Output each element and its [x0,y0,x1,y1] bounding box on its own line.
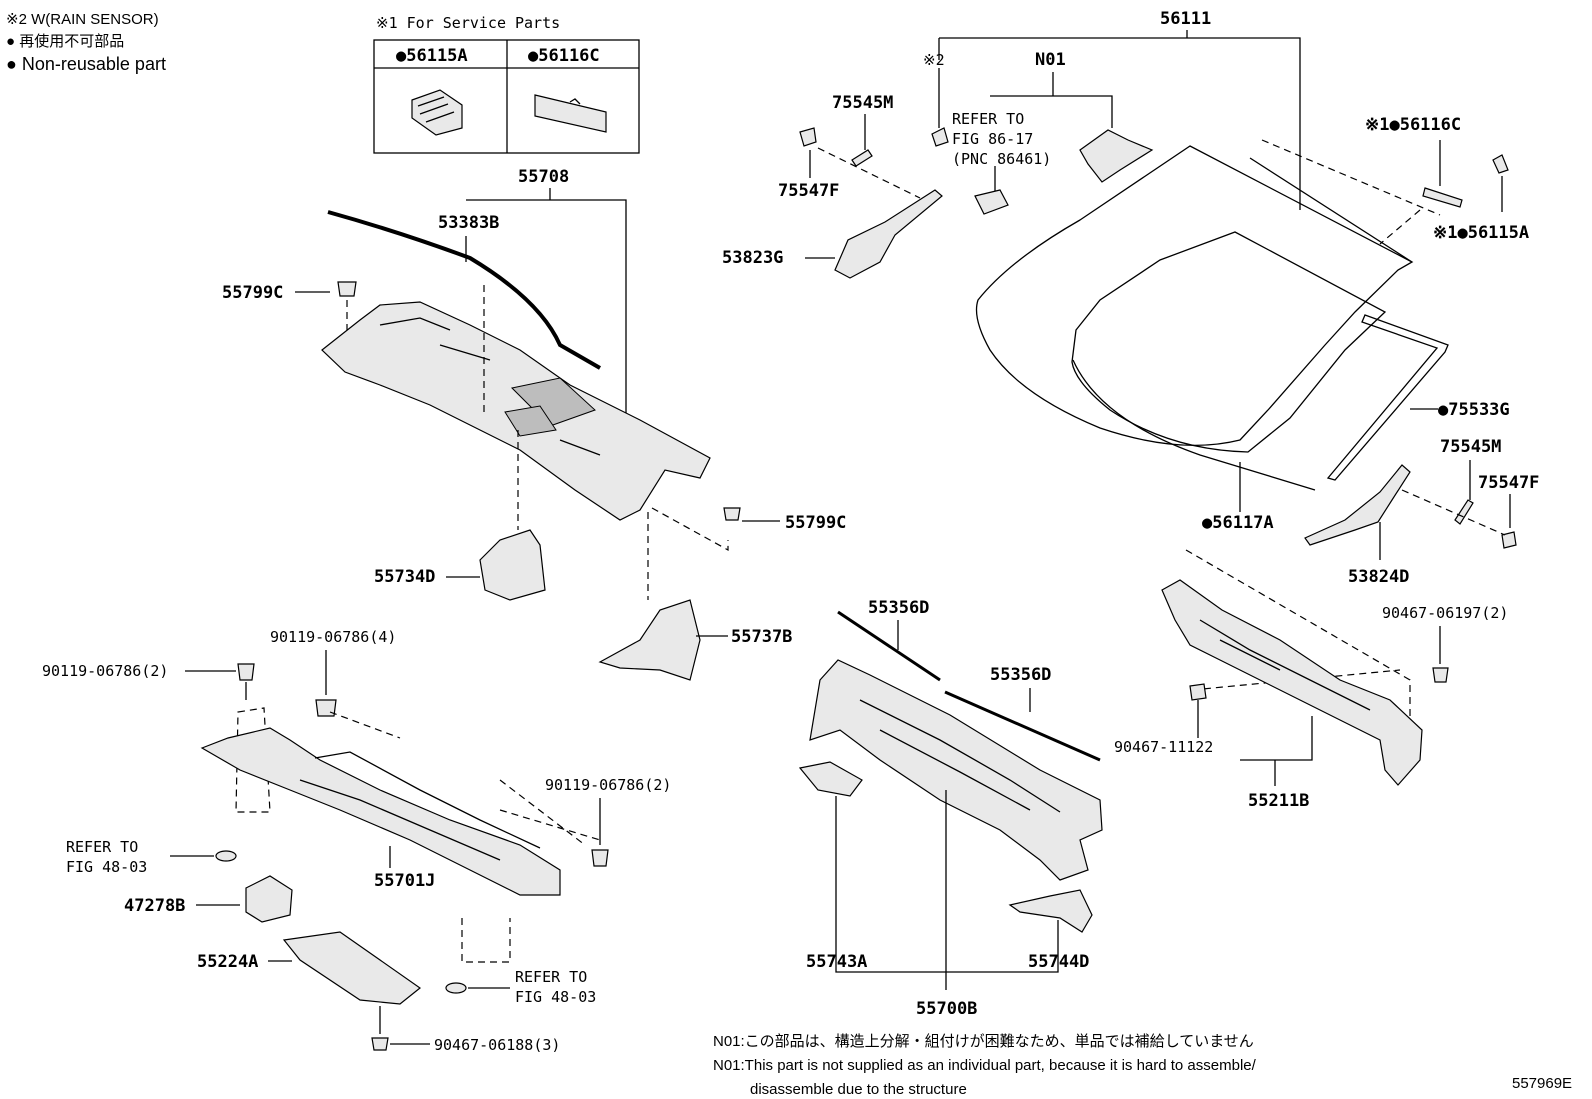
bracket-55737b [598,599,701,681]
label-55356d-a: 55356D [868,598,929,618]
note-n01-jp: N01:この部品は、構造上分解・組付けが困難なため、単品では補給していません [713,1033,1254,1050]
label-53824d: 53824D [1348,567,1409,587]
legend-non-reusable-en: ● Non-reusable part [6,54,166,74]
label-55743a: 55743A [806,952,867,972]
label-56111: 56111 [1160,9,1211,29]
label-90467-06197: 90467-06197(2) [1382,604,1508,622]
legend: ※2 W(RAIN SENSOR) ● 再使用不可部品 ● Non-reusab… [6,11,166,74]
legend-non-reusable-jp: ● 再使用不可部品 [6,33,124,50]
seal-53383b [327,210,601,370]
legend-rain-sensor: ※2 W(RAIN SENSOR) [6,11,159,28]
label-56117a: ●56117A [1202,513,1274,533]
garnish-53823g [834,189,943,279]
label-90119-2b: 90119-06786(2) [545,776,671,794]
moulding-56117a [1072,359,1316,491]
label-n01: N01 [1035,50,1066,70]
label-56115a: ※1●56115A [1433,223,1529,243]
rain-sensor-icon [931,127,949,147]
service-box-title: ※1 For Service Parts [376,14,560,32]
moulding-75533g [1326,314,1449,481]
clip-75547f-b-icon [1501,531,1517,549]
refer-48a-line2: FIG 48-03 [66,858,147,876]
label-55708: 55708 [518,167,569,187]
note-n01-en-2: disassemble due to the structure [750,1081,967,1098]
seal-55356d-b [944,690,1101,762]
label-star2: ※2 [923,51,945,69]
label-90119-2a: 90119-06786(2) [42,662,168,680]
windshield-inner-line [1071,231,1387,453]
service-box-col1: ●56115A [396,46,468,66]
refer-86-line2: FIG 86-17 [952,130,1033,148]
label-75547f-b: 75547F [1478,473,1539,493]
cowl-panel-group: 90119-06786(4) 90119-06786(2) 55701J REF… [42,628,671,1054]
label-56116c: ※1●56116C [1365,115,1461,135]
mirror-bracket-icon [1079,129,1154,183]
label-55356d-b: 55356D [990,665,1051,685]
label-55700b: 55700B [916,999,977,1019]
clip-90467-11122-icon [1189,683,1207,701]
clip-55799c-a-icon [337,281,357,297]
cowl-top-group: 55356D 55356D 55743A 55744D 55700B [798,598,1103,1019]
bracket-55744d [1008,889,1093,933]
cowl-panel-55701j [200,727,561,896]
seal-55356d-a [837,610,941,682]
clip-90467-06197-icon [1432,667,1449,683]
label-75533g: ●75533G [1438,400,1510,420]
note-n01-en-1: N01:This part is not supplied as an indi… [713,1057,1257,1074]
label-55744d: 55744D [1028,952,1089,972]
rain-sensor-cover-icon [974,189,1009,215]
spacer-56116c-icon [534,94,607,133]
spacer-56116c-part [1422,187,1463,208]
retainer-75545m-b [1454,499,1474,525]
figure-id: 557969E [1512,1075,1572,1092]
refer-48a-line1: REFER TO [66,838,138,856]
retainer-75545m-a [851,149,873,167]
label-55734d: 55734D [374,567,435,587]
label-55799c-a: 55799C [222,283,283,303]
label-47278b: 47278B [124,896,185,916]
plug-48a-icon [215,850,237,862]
label-90467-11122: 90467-11122 [1114,738,1213,756]
service-box-col2: ●56116C [528,46,600,66]
service-parts-box: ※1 For Service Parts ●56115A ●56116C [373,14,640,154]
label-75545m-a: 75545M [832,93,893,113]
refer-48b-line2: FIG 48-03 [515,988,596,1006]
refer-86-line3: (PNC 86461) [952,150,1051,168]
label-55799c-b: 55799C [785,513,846,533]
label-55211b: 55211B [1248,791,1309,811]
bracket-47278b [245,875,293,923]
refer-48b-line1: REFER TO [515,968,587,986]
windshield-glass [975,145,1414,446]
garnish-53824d [1304,464,1411,546]
seal-55734d [479,529,546,601]
label-53383b: 53383B [438,213,499,233]
bolt-90119-2a-icon [237,663,255,681]
clip-56115a-part [1492,154,1509,174]
label-75545m-b: 75545M [1440,437,1501,457]
windshield-group: 56111 N01 ※2 REFER TO FIG 86-17 (PNC 864… [722,9,1539,587]
label-53823g: 53823G [722,248,783,268]
clip-75547f-a-icon [799,127,817,147]
cowl-side-55211b [1161,579,1423,786]
label-75547f-a: 75547F [778,181,839,201]
bracket-55743a [798,761,863,797]
bracket-55224a [282,931,422,1005]
label-90467-06188: 90467-06188(3) [434,1036,560,1054]
clip-56115a-icon [411,89,463,136]
label-55224a: 55224A [197,952,258,972]
footnotes: N01:この部品は、構造上分解・組付けが困難なため、単品では補給していません N… [713,1033,1572,1098]
cowl-side-group: 90467-11122 55211B 90467-06197(2) [1114,549,1508,811]
label-55737b: 55737B [731,627,792,647]
refer-86-line1: REFER TO [952,110,1024,128]
clip-90467-06188-icon [371,1037,389,1051]
cowl-louver-grille-2 [504,405,557,437]
clip-55799c-b-icon [723,507,741,521]
cowl-louver-group: 55708 53383B 55799C 55734D 55799C 55737B [222,167,846,681]
label-55701j: 55701J [374,871,435,891]
bolt-90119-2b-icon [591,849,609,867]
label-90119-4: 90119-06786(4) [270,628,396,646]
plug-48b-icon [445,982,467,994]
